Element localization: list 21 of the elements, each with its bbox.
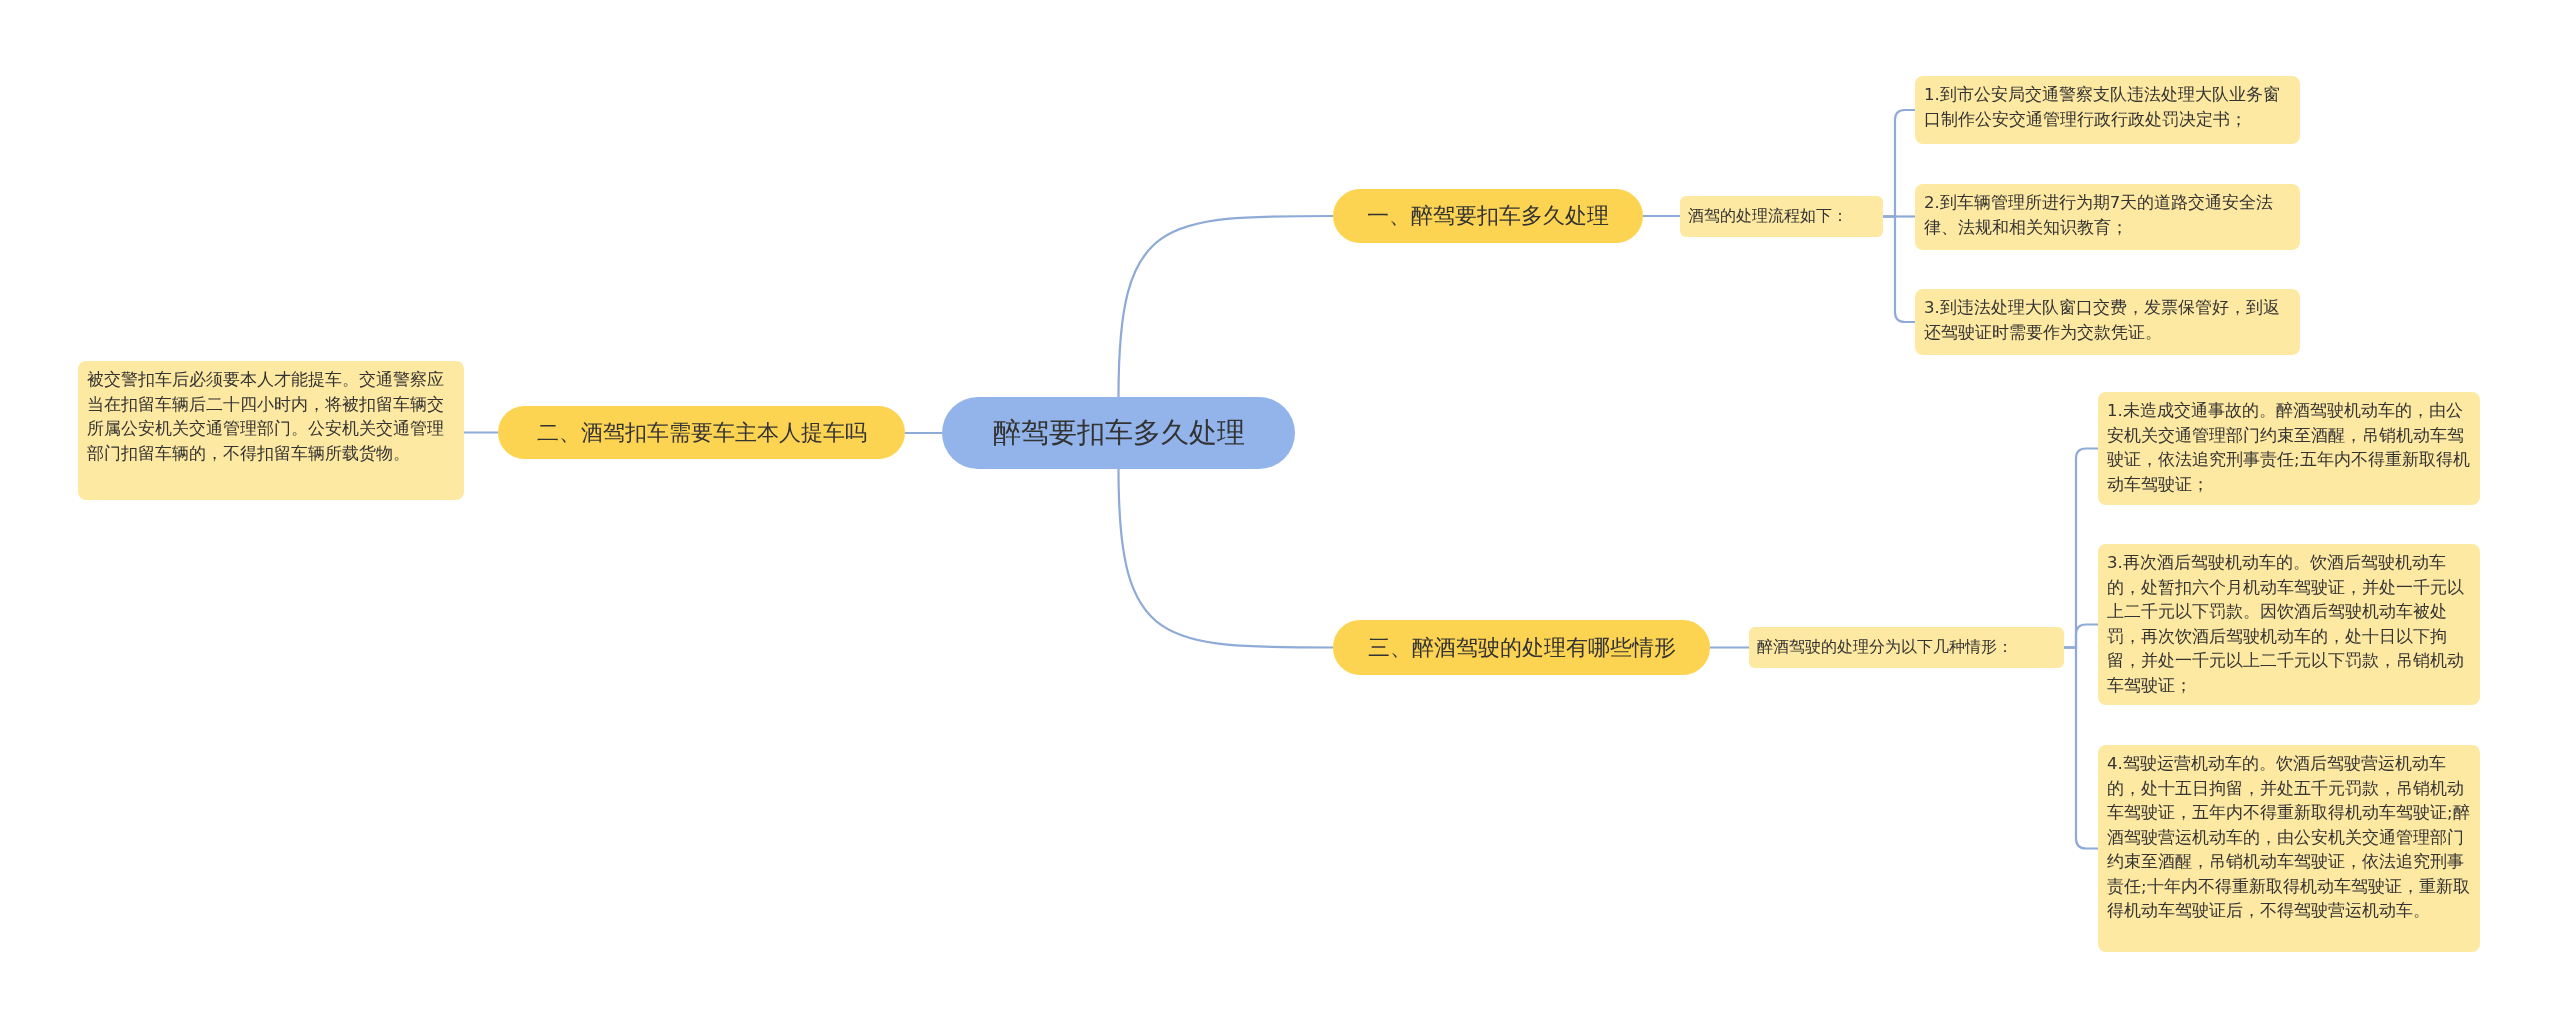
subtopic-box: 醉酒驾驶的处理分为以下几种情形： <box>1749 627 2064 668</box>
connector-line <box>1710 646 1749 649</box>
topic-box: 二、酒驾扣车需要车主本人提车吗 <box>498 406 905 459</box>
subtopic-box: 酒驾的处理流程如下： <box>1680 196 1883 237</box>
note-box: 1.未造成交通事故的。醉酒驾驶机动车的，由公安机关交通管理部门约束至酒醒，吊销机动车驾驶证，依法追究刑事责任;五年内不得重新取得机动车驾驶证； <box>2098 392 2480 505</box>
note-box: 2.到车辆管理所进行为期7天的道路交通安全法律、法规和相关知识教育； <box>1915 184 2300 250</box>
note-box: 3.到违法处理大队窗口交费，发票保管好，到返还驾驶证时需要作为交款凭证。 <box>1915 289 2300 355</box>
central-topic: 醉驾要扣车多久处理 <box>942 397 1295 469</box>
note-box: 被交警扣车后必须要本人才能提车。交通警察应当在扣留车辆后二十四小时内，将被扣留车辆交所属公安机关交通管理部门。公安机关交通管理部门扣留车辆的，不得扣留车辆所载货物。 <box>78 361 464 500</box>
topic-box: 三、醉酒驾驶的处理有哪些情形 <box>1333 620 1710 675</box>
topic-box: 一、醉驾要扣车多久处理 <box>1333 189 1643 243</box>
note-box: 1.到市公安局交通警察支队违法处理大队业务窗口制作公安交通管理行政行政处罚决定书； <box>1915 76 2300 144</box>
connector-line <box>464 431 498 434</box>
connector-line <box>1117 214 1333 398</box>
note-box: 3.再次酒后驾驶机动车的。饮酒后驾驶机动车的，处暂扣六个月机动车驾驶证，并处一千元以上二千元以下罚款。因饮酒后驾驶机动车被处罚，再次饮酒后驾驶机动车的，处十日以下拘留，并处一千元以上二千元以下罚款，吊销机动车驾驶证； <box>2098 544 2480 705</box>
connector-line <box>1117 468 1333 649</box>
connector-line <box>905 431 942 435</box>
connector-line <box>1643 214 1680 218</box>
connector-line <box>2064 646 2098 850</box>
note-box: 4.驾驶运营机动车的。饮酒后驾驶营运机动车的，处十五日拘留，并处五千元罚款，吊销机动车驾驶证，五年内不得重新取得机动车驾驶证;醉酒驾驶营运机动车的，由公安机关交通管理部门约束至酒醒，吊销机动车驾驶证，依法追究刑事责任;十年内不得重新取得机动车驾驶证，重新取得机动车驾驶证后，不得驾驶营运机动车。 <box>2098 745 2480 952</box>
connector-line <box>1883 215 1915 324</box>
